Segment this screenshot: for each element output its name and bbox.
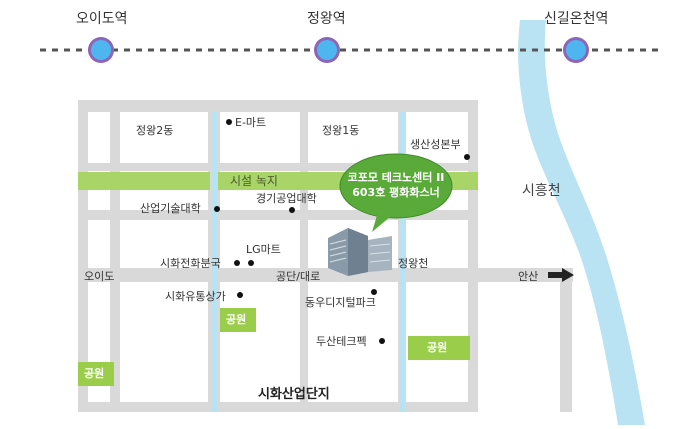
landmark-lg-mart: LG마트: [246, 243, 281, 256]
area-label-jeongwang2: 정왕2동: [136, 124, 174, 137]
station-label-singil: 신길온천역: [544, 11, 609, 27]
area-label-industrial: 시화산업단지: [258, 387, 330, 402]
road-label-oido: 오이도: [84, 270, 115, 283]
building-icon: [328, 228, 392, 276]
landmark-dots: [214, 119, 470, 344]
road-label-ansan: 안산: [518, 270, 539, 283]
landmark-sihwa-market: 시화유통상가: [165, 290, 226, 303]
callout-text: 코포모 테크노센터 II 603호 평화화스너: [344, 170, 448, 200]
green-belt-left: [78, 172, 210, 190]
station-oido-marker: [88, 37, 114, 63]
landmark-dongwoo: 동우디지털파크: [305, 296, 376, 309]
landmark-sihwa-phone: 시화전화분국: [160, 257, 221, 270]
park-2: [408, 336, 470, 360]
landmark-kyonggi-college: 경기공업대학: [256, 192, 317, 205]
stream-jeongwang: [400, 112, 405, 412]
callout-line2: 603호 평화화스너: [352, 186, 440, 199]
stream-west: [212, 112, 217, 412]
green-belt-label: 시설 녹지: [230, 174, 278, 188]
callout-line1: 코포모 테크노센터 II: [347, 171, 445, 184]
area-label-jeongwang1: 정왕1동: [322, 124, 360, 137]
park-label-3: 공원: [84, 367, 105, 380]
callout-bubble: [339, 153, 453, 232]
arrow-right-icon: [548, 268, 574, 282]
station-jeongwang-marker: [314, 37, 340, 63]
park-label-1: 공원: [226, 313, 247, 326]
stream-label: 정왕천: [398, 257, 429, 270]
park-label-2: 공원: [427, 341, 448, 354]
sihung-river: [518, 20, 645, 425]
landmark-saengsan: 생산성본부: [410, 138, 461, 151]
landmark-emart: E-마트: [235, 116, 267, 129]
road-grid: [78, 100, 573, 412]
road-label-gongdan: 공단/대로: [276, 270, 321, 283]
station-singil-marker: [563, 37, 589, 63]
landmark-industrial-college: 산업기술대학: [140, 202, 201, 215]
park-1: [220, 308, 256, 332]
park-3: [78, 362, 114, 386]
station-label-jeongwang: 정왕역: [307, 11, 346, 27]
station-label-oido: 오이도역: [76, 11, 128, 27]
landmark-doosan: 두산테크펙: [316, 335, 367, 348]
river-label: 시흥천: [522, 183, 561, 199]
